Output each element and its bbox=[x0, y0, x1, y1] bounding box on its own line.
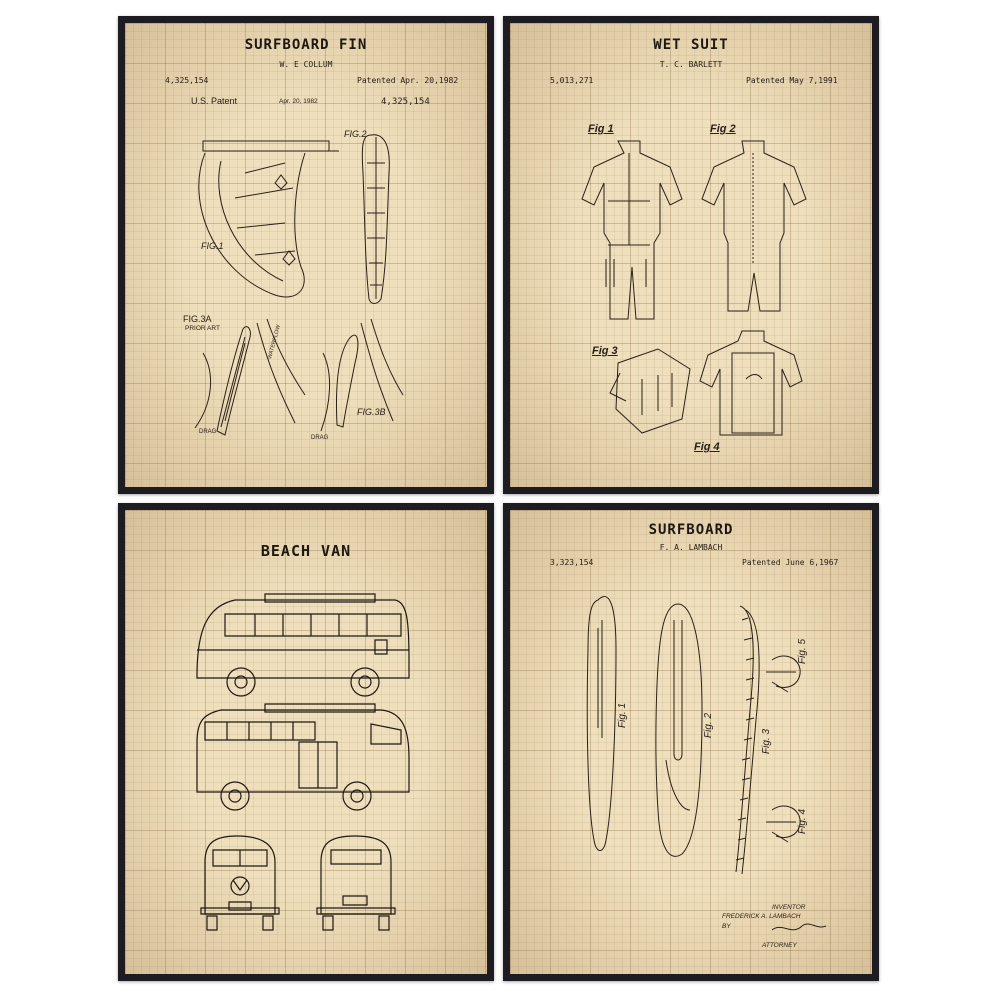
fig-3-label: Fig. 3 bbox=[761, 728, 773, 755]
fig-3-label: Fig 3 bbox=[592, 345, 618, 357]
poster-paper: BEACH VAN bbox=[125, 510, 487, 974]
poster-paper: SURFBOARD F. A. LAMBACH 3,323,154 Patent… bbox=[510, 510, 872, 974]
inventor-name: W. E COLLUM bbox=[279, 60, 333, 69]
fig-5-label: Fig. 5 bbox=[797, 638, 809, 665]
inventor-name: F. A. LAMBACH bbox=[659, 543, 723, 552]
surfboard-patent-drawing bbox=[510, 510, 872, 974]
poster-title: SURFBOARD bbox=[648, 522, 734, 538]
fig-1-label: FIG.1 bbox=[201, 241, 224, 251]
poster-beach-van: BEACH VAN bbox=[118, 503, 494, 981]
by-label: BY bbox=[722, 923, 731, 930]
patent-number: 4,325,154 bbox=[165, 76, 209, 85]
patented-date: Patented May 7,1991 bbox=[746, 76, 838, 85]
poster-title: SURFBOARD FIN bbox=[244, 37, 368, 53]
fig-3b-label: FIG.3B bbox=[357, 407, 386, 417]
poster-wet-suit: WET SUIT T. C. BARLETT 5,013,271 Patente… bbox=[503, 16, 879, 494]
poster-title: WET SUIT bbox=[653, 37, 729, 53]
fig-1-label: Fig. 1 bbox=[617, 702, 629, 729]
fig-2-label: FIG.2 bbox=[344, 129, 367, 139]
poster-paper: SURFBOARD FIN W. E COLLUM 4,325,154 Pate… bbox=[125, 23, 487, 487]
poster-surfboard-fin: SURFBOARD FIN W. E COLLUM 4,325,154 Pate… bbox=[118, 16, 494, 494]
patent-date-small: Apr. 20, 1982 bbox=[279, 98, 318, 105]
inventor-signature: FREDERICK A. LAMBACH bbox=[722, 913, 801, 920]
inventor-caption: INVENTOR bbox=[772, 904, 806, 911]
wet-suit-patent-drawing bbox=[510, 23, 872, 487]
fig-2-label: Fig. 2 bbox=[703, 712, 715, 739]
prior-art-label: PRIOR ART bbox=[185, 325, 220, 332]
patent-country: U.S. Patent bbox=[191, 96, 238, 106]
patent-number-secondary: 4,325,154 bbox=[381, 97, 430, 107]
fig-2-label: Fig 2 bbox=[710, 123, 736, 135]
attorney-caption: ATTORNEY bbox=[762, 942, 797, 949]
fig-1-label: Fig 1 bbox=[588, 123, 614, 135]
fig-4-label: Fig 4 bbox=[694, 441, 720, 453]
poster-surfboard: SURFBOARD F. A. LAMBACH 3,323,154 Patent… bbox=[503, 503, 879, 981]
fig-3a-label: FIG.3A bbox=[183, 314, 212, 324]
poster-title: BEACH VAN bbox=[260, 542, 352, 560]
poster-paper: WET SUIT T. C. BARLETT 5,013,271 Patente… bbox=[510, 23, 872, 487]
beach-van-drawing bbox=[125, 510, 487, 974]
patented-date: Patented June 6,1967 bbox=[742, 558, 839, 567]
patented-date: Patented Apr. 20,1982 bbox=[357, 76, 459, 85]
patent-number: 3,323,154 bbox=[550, 558, 594, 567]
drag-label-b: DRAG bbox=[311, 435, 329, 441]
inventor-name: T. C. BARLETT bbox=[659, 60, 723, 69]
fig-4-label: Fig. 4 bbox=[797, 808, 809, 835]
patent-number: 5,013,271 bbox=[550, 76, 594, 85]
drag-label-a: DRAG bbox=[199, 429, 217, 435]
fin-patent-drawing bbox=[125, 23, 487, 487]
